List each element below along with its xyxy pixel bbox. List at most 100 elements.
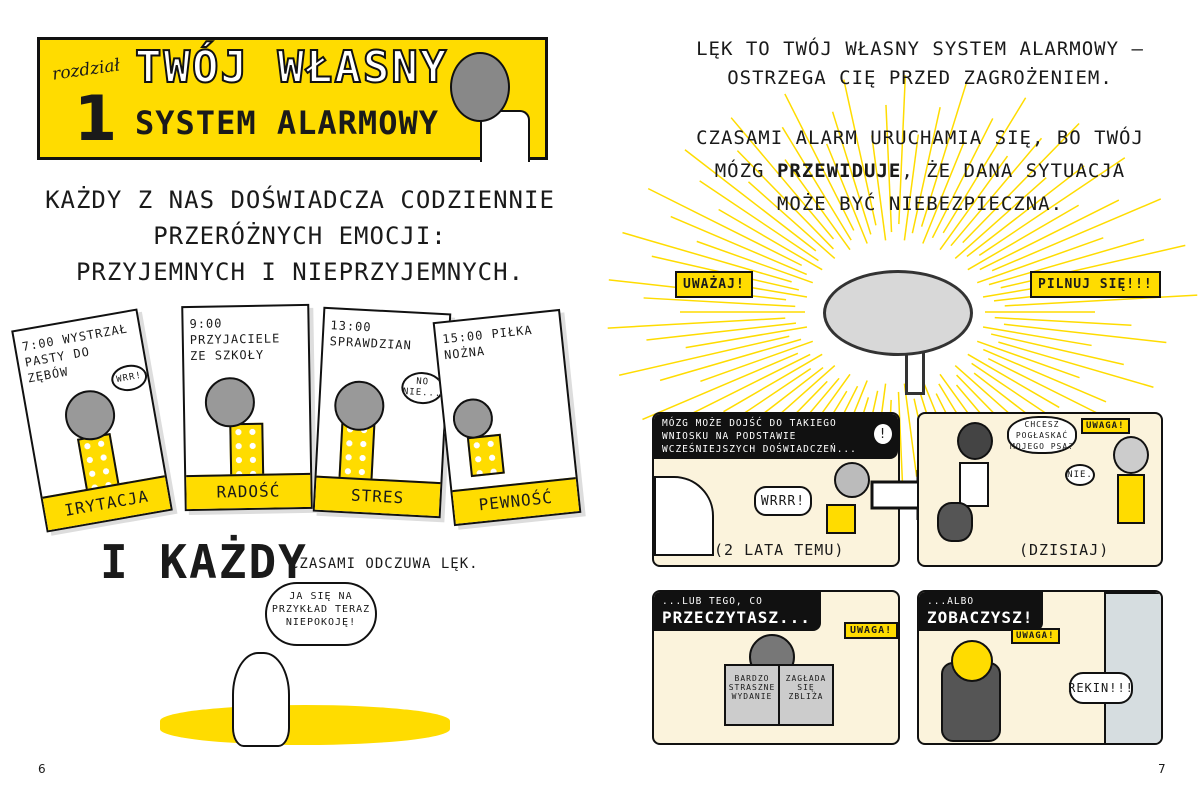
ray-line <box>700 340 814 383</box>
text-line: OSTRZEGA CIĘ PRZED ZAGROŻENIEM. <box>727 67 1113 89</box>
ray-line <box>699 180 819 262</box>
exclaim-bubble: ! <box>872 422 894 446</box>
card-label: STRES <box>314 475 441 517</box>
girl-head <box>957 422 993 460</box>
ray-line <box>954 177 1047 260</box>
panel-footer: (DZISIAJ) <box>1019 541 1110 559</box>
emotion-card: 7:00 WYSTRZAŁ PASTY DO ZĘBÓW WRR! IRYTAC… <box>11 308 173 533</box>
screen-with-shark <box>1104 592 1161 743</box>
ray-line <box>723 353 823 413</box>
ray-line <box>843 79 877 226</box>
book-right-text: ZAGŁADA SIĘ ZBLIŻA <box>778 666 832 724</box>
caption-small: ...LUB TEGO, CO <box>662 596 763 607</box>
angry-dog <box>654 476 714 556</box>
ray-line <box>931 118 994 239</box>
text-block-1: LĘK TO TWÓJ WŁASNY SYSTEM ALARMOWY — OST… <box>640 35 1200 93</box>
text-block-2: CZASAMI ALARM URUCHAMIA SIĘ, BO TWÓJ MÓZ… <box>640 122 1200 221</box>
ray-line <box>939 155 1009 251</box>
caption-big: PRZECZYTASZ... <box>662 608 811 627</box>
ray-line <box>647 187 803 267</box>
caption-big: ZOBACZYSZ! <box>927 608 1034 627</box>
ray-line <box>784 93 855 231</box>
panel-caption: MÓZG MOŻE DOJŚĆ DO TAKIEGO WNIOSKU NA PO… <box>654 414 898 459</box>
dog-thought-bubble: JA SIĘ NA PRZYKŁAD TERAZ NIEPOKOJĘ! <box>265 582 377 646</box>
ray-line <box>646 322 797 341</box>
card-caption: 15:00 PIŁKA NOŻNA <box>441 322 534 363</box>
emphasis-word: PRZEWIDUJE <box>776 160 902 182</box>
chapter-number: 1 <box>74 82 118 155</box>
ray-line <box>982 326 1092 347</box>
closing-small-text: CZASAMI ODCZUWA LĘK. <box>290 556 479 572</box>
chapter-title-line1: TWÓJ WŁASNY <box>134 41 449 94</box>
ray-line <box>976 237 1104 284</box>
speech-bubble: NIE. <box>1065 464 1095 486</box>
chapter-title-line2: SYSTEM ALARMOWY <box>135 104 439 142</box>
ray-line <box>922 141 965 244</box>
ray-line <box>670 215 807 276</box>
book: BARDZO STRASZNE WYDANIE ZAGŁADA SIĘ ZBLI… <box>724 664 834 726</box>
brain-illustration <box>823 270 973 356</box>
ray-line <box>988 238 1145 286</box>
ray-line <box>978 157 1126 257</box>
ray-line <box>976 340 1080 379</box>
ray-line <box>685 326 808 349</box>
comic-panel-past: MÓZG MOŻE DOJŚĆ DO TAKIEGO WNIOSKU NA PO… <box>652 412 900 567</box>
boy-body <box>826 504 856 534</box>
ray-line <box>942 97 1027 234</box>
comic-panel-today: CHCESZ POGŁASKAĆ MOJEGO PSA? NIE. UWAGA!… <box>917 412 1163 567</box>
ray-line <box>903 383 918 477</box>
ray-line <box>784 159 851 251</box>
ray-line <box>718 208 823 271</box>
boy-head <box>834 462 870 498</box>
girl-head <box>951 640 993 682</box>
ray-line <box>747 181 836 260</box>
intro-text: KAŻDY Z NAS DOŚWIADCZA CODZIENNIE PRZERÓ… <box>20 182 580 290</box>
ray-line <box>998 341 1154 388</box>
ray-line <box>831 111 872 235</box>
ray-line <box>730 117 835 240</box>
ray-line <box>966 165 1085 258</box>
page-number-right: 7 <box>1158 762 1166 776</box>
ray-line <box>643 297 796 308</box>
intro-line: PRZYJEMNYCH I NIEPRZYJEMNYCH. <box>75 258 525 286</box>
ray-line <box>684 149 817 252</box>
ray-line <box>967 353 1060 409</box>
text-line: LĘK TO TWÓJ WŁASNY SYSTEM ALARMOWY — <box>696 38 1144 60</box>
ray-line <box>618 335 790 377</box>
text-line: MOŻE BYĆ NIEBEZPIECZNA. <box>776 193 1064 215</box>
card-caption: 9:00 PRZYJACIELE ZE SZKOŁY <box>189 316 281 363</box>
alert-tag-right: PILNUJ SIĘ!!! <box>1030 271 1161 298</box>
ray-line <box>659 338 802 382</box>
closing-big-text: i KAŻDY <box>100 535 308 589</box>
ray-line <box>683 353 811 419</box>
ray-line <box>622 231 792 283</box>
ray-line <box>911 106 941 234</box>
speech-bubble: REKIN!!! <box>1068 672 1133 704</box>
panel-footer: (2 LATA TEMU) <box>714 541 845 559</box>
ray-line <box>991 198 1162 272</box>
figure-head <box>204 376 256 428</box>
text-line: MÓZG PRZEWIDUJE, ŻE DANA SYTUACJA <box>640 155 1200 188</box>
emotion-card: 9:00 PRZYJACIELE ZE SZKOŁY RADOŚĆ <box>181 303 313 512</box>
card-caption: 13:00 SPRAWDZIAN <box>329 318 413 353</box>
alert-tag: UWAGA! <box>1011 628 1060 644</box>
book-left-text: BARDZO STRASZNE WYDANIE <box>728 674 776 701</box>
character-head <box>450 52 510 122</box>
ray-line <box>781 126 852 241</box>
ray-line <box>994 316 1132 326</box>
card-label: PEWNOŚĆ <box>452 477 580 524</box>
emotion-card: 15:00 PIŁKA NOŻNA PEWNOŚĆ <box>432 308 582 527</box>
small-dog <box>937 502 973 542</box>
ray-line <box>979 199 1120 271</box>
ray-line <box>967 204 1080 271</box>
chapter-title-box: rozdział 1 TWÓJ WŁASNY SYSTEM ALARMOWY <box>37 37 548 162</box>
ray-line <box>642 352 799 421</box>
figure-body <box>466 433 505 478</box>
card-label: RADOŚĆ <box>186 472 311 510</box>
ray-line <box>950 137 1043 247</box>
yellow-ground <box>160 705 450 745</box>
text-span: , ŻE DANA SYTUACJA <box>901 160 1126 182</box>
